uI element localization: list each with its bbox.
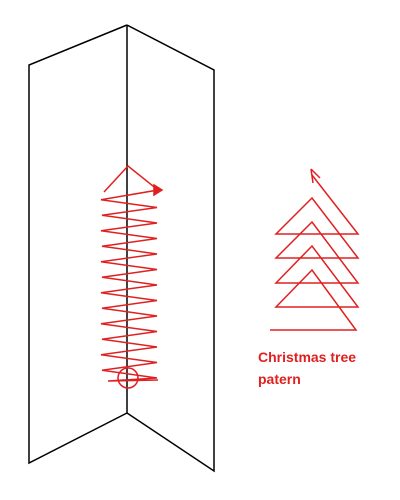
caption-line-1: Christmas tree [258, 349, 357, 365]
pattern-caption: Christmas tree patern [258, 346, 388, 390]
sample-tree-zigzag [270, 174, 360, 331]
sample-tree-arrow-icon [310, 168, 321, 184]
spine-tree-pattern [100, 164, 164, 389]
spine-tree-arrow-icon [153, 183, 164, 197]
start-loop [117, 367, 139, 389]
spine-tree-zigzag [100, 164, 160, 382]
folded-card [28, 24, 215, 473]
caption-line-2: patern [258, 371, 301, 387]
card-left-panel [28, 24, 128, 465]
card-right-panel [126, 24, 215, 473]
sample-tree-pattern [270, 168, 360, 331]
